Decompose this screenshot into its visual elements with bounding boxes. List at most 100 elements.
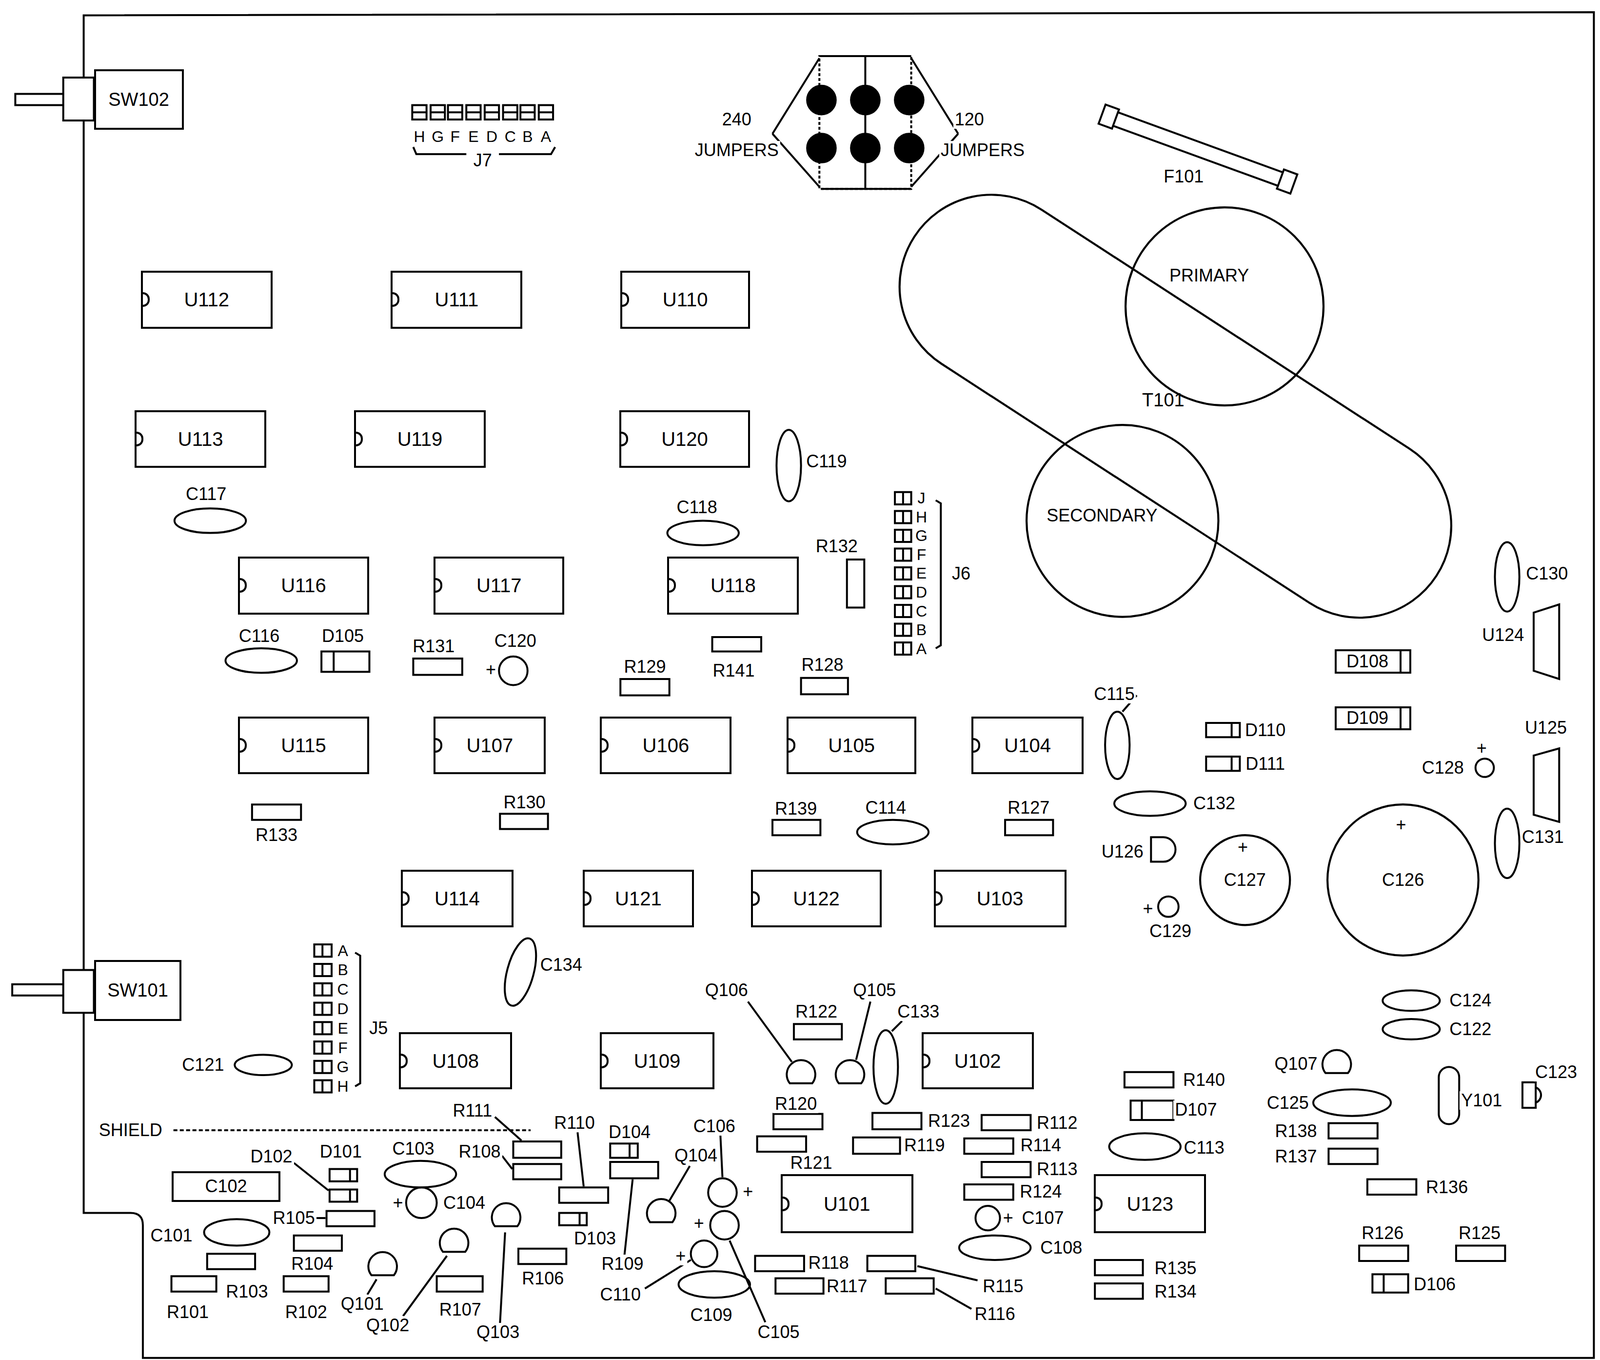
capacitor-outline	[1114, 790, 1186, 816]
component-designator: U114	[433, 888, 482, 909]
part-label: Q102	[364, 1315, 411, 1335]
capacitor-outline	[1313, 1088, 1391, 1116]
part-label: R139	[773, 799, 819, 818]
jumper-pad	[807, 133, 836, 163]
pin-letter: G	[430, 128, 446, 145]
polarity-mark: +	[1236, 837, 1250, 857]
part-label: R131	[411, 636, 456, 656]
component-designator: U105	[826, 735, 877, 755]
polarized-capacitor	[975, 1205, 1000, 1230]
part-label: 240	[720, 110, 753, 129]
part-label: C129	[1147, 921, 1193, 941]
capacitor-outline	[857, 819, 929, 845]
capacitor-outline	[384, 1160, 456, 1187]
pin-letter: B	[520, 128, 534, 145]
part-label: JUMPERS	[939, 140, 1027, 160]
ic-package: U106	[599, 716, 732, 774]
ic-notch	[669, 577, 676, 593]
part-label: R118	[806, 1253, 850, 1272]
part-label: R116	[972, 1304, 1017, 1324]
part-label: C119	[804, 452, 849, 471]
polarity-mark: +	[484, 660, 498, 679]
part-label: R114	[1019, 1135, 1063, 1155]
ic-notch	[402, 890, 410, 906]
resistor-outlines	[171, 559, 1506, 1299]
ic-notch	[788, 737, 796, 753]
diode-band	[1399, 651, 1410, 672]
component-designator: U122	[791, 888, 842, 909]
part-label: D102	[249, 1146, 295, 1166]
component-designator: U103	[975, 888, 1026, 909]
regulator-outline	[1533, 748, 1560, 822]
part-label: Y101	[1459, 1090, 1504, 1110]
circle-line	[1327, 804, 1479, 956]
jumper-pad	[894, 85, 924, 115]
part-label: R102	[283, 1302, 329, 1322]
circle-line	[1200, 834, 1290, 925]
pin-letter: E	[466, 128, 480, 145]
ic-package: U111	[390, 270, 523, 329]
part-label: C113	[1182, 1138, 1226, 1157]
ic-notch	[584, 890, 592, 906]
part-label: R108	[456, 1142, 502, 1161]
part-label: Q104	[672, 1145, 719, 1165]
capacitor-outline	[174, 508, 246, 533]
component-box: C102	[171, 1170, 281, 1202]
ic-notch	[935, 890, 943, 906]
circle-line	[1026, 424, 1219, 617]
component-designator: U109	[632, 1050, 683, 1071]
pin-letter: F	[448, 128, 462, 145]
part-label: C109	[688, 1305, 734, 1324]
ic-notch	[621, 431, 629, 447]
component-designator: C126	[1380, 870, 1426, 889]
part-label: JUMPERS	[693, 140, 781, 160]
part-label: Q106	[703, 980, 750, 1000]
component-designator: U108	[430, 1050, 481, 1071]
capacitor-outline	[1494, 808, 1520, 878]
component-designator: U119	[395, 429, 445, 449]
part-label: C116	[237, 626, 281, 646]
pin-letter: H	[914, 508, 929, 526]
component-designator: U116	[279, 575, 328, 595]
diode-band	[1399, 708, 1410, 728]
part-label: R141	[711, 661, 756, 680]
ic-package: U101	[780, 1173, 914, 1233]
part-label: C130	[1524, 564, 1570, 583]
component-designator: U102	[952, 1050, 1003, 1071]
part-label: R103	[224, 1282, 270, 1301]
ic-notch	[622, 292, 630, 307]
shield-line	[173, 1128, 531, 1131]
part-label: C115	[1092, 684, 1136, 704]
part-label: C110	[598, 1284, 643, 1304]
part-label: R138	[1273, 1121, 1319, 1141]
ic-notch	[435, 737, 443, 753]
jumper-pad	[850, 85, 880, 115]
pin-header	[894, 492, 911, 655]
ic-notch	[239, 737, 247, 753]
component-designator: C127	[1222, 870, 1268, 889]
ic-package: U115	[237, 716, 370, 774]
pin-letter: B	[914, 621, 929, 638]
switch-lever	[15, 77, 94, 121]
component-box: SW101	[94, 959, 182, 1022]
part-label: C105	[756, 1322, 802, 1342]
component-designator: U120	[659, 429, 710, 449]
ic-notch	[1095, 1196, 1103, 1211]
part-label: Q103	[474, 1322, 521, 1342]
capacitor-outline	[203, 1218, 270, 1245]
fuse-cap	[1277, 169, 1298, 194]
circle-outline: PRIMARY	[1124, 206, 1325, 407]
header-bracket	[355, 952, 360, 1087]
diode-package: D108	[1334, 649, 1412, 674]
component-designator: U117	[474, 575, 524, 595]
part-label: R115	[981, 1276, 1025, 1296]
capacitor-outline	[234, 1054, 292, 1075]
ic-package: U117	[433, 556, 565, 615]
fuse-symbol	[1098, 104, 1298, 194]
part-label: C108	[1038, 1238, 1084, 1257]
ic-package: U116	[237, 556, 370, 615]
transistor-outlines	[368, 1049, 1351, 1275]
ic-package: U119	[354, 410, 486, 468]
transformer-outline: T101	[895, 189, 1456, 623]
